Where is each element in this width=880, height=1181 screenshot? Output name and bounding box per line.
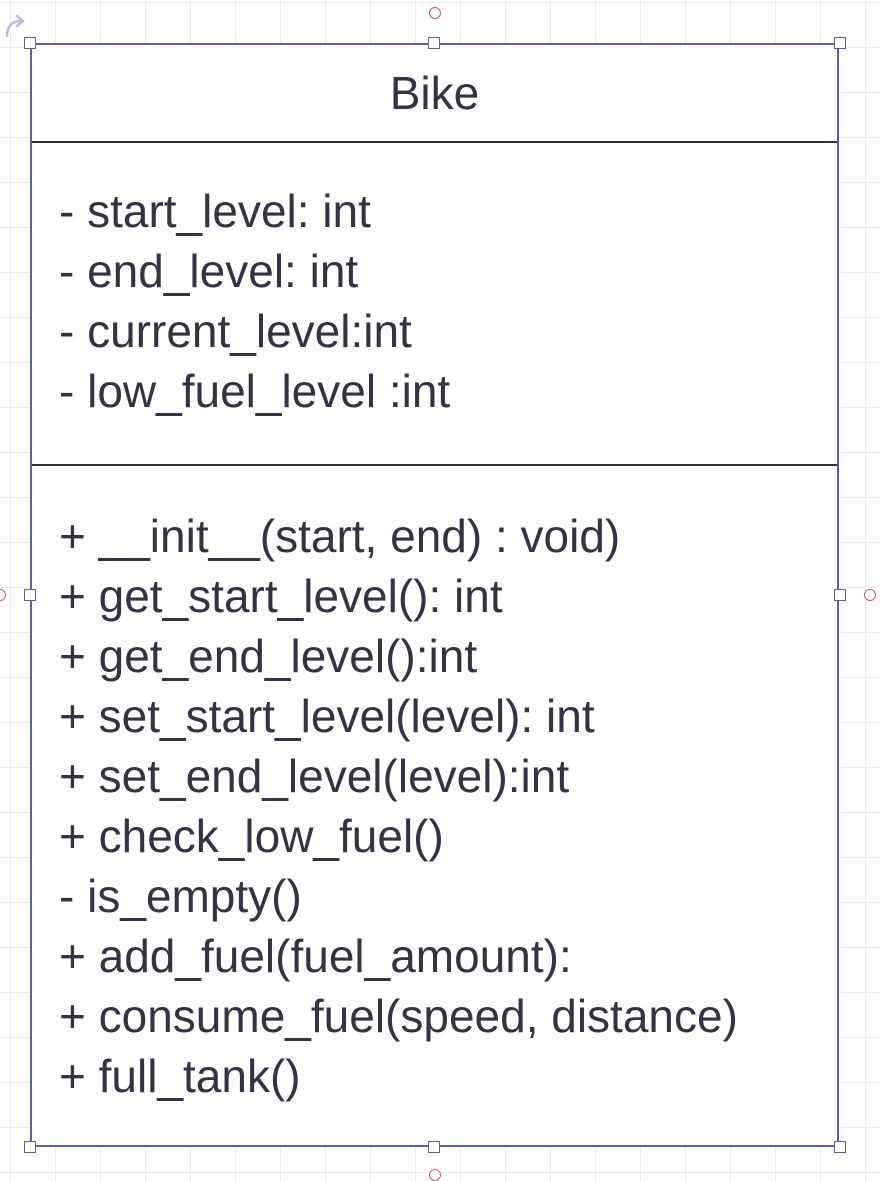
connection-point-right[interactable] [864, 589, 876, 601]
operation-item: + __init__(start, end) : void) [59, 510, 621, 562]
operation-item: + set_start_level(level): int [59, 690, 595, 742]
operation-item: + consume_fuel(speed, distance) [59, 990, 738, 1042]
resize-handle-middle-right[interactable] [834, 589, 846, 601]
uml-class-box[interactable]: Bike - start_level: int - end_level: int… [30, 43, 839, 1147]
rotate-icon[interactable] [2, 14, 28, 40]
connection-point-left[interactable] [0, 589, 6, 601]
attribute-item: - low_fuel_level :int [59, 365, 451, 417]
resize-handle-top-left[interactable] [24, 37, 36, 49]
operation-item: + check_low_fuel() [59, 810, 444, 862]
connection-point-bottom[interactable] [429, 1169, 441, 1181]
operation-item: + get_end_level():int [59, 630, 478, 682]
operation-item: + get_start_level(): int [59, 570, 503, 622]
operations-section: + __init__(start, end) : void) + get_sta… [32, 466, 837, 1145]
operation-item: - is_empty() [59, 870, 302, 922]
attribute-item: - start_level: int [59, 185, 371, 237]
resize-handle-top-right[interactable] [834, 37, 846, 49]
attribute-item: - end_level: int [59, 245, 359, 297]
operation-item: + add_fuel(fuel_amount): [59, 930, 572, 982]
resize-handle-top-center[interactable] [428, 37, 440, 49]
operation-item: + full_tank() [59, 1050, 301, 1102]
class-name-section: Bike [32, 45, 837, 143]
resize-handle-middle-left[interactable] [24, 589, 36, 601]
class-name: Bike [389, 67, 480, 119]
attribute-item: - current_level:int [59, 305, 412, 357]
attributes-section: - start_level: int - end_level: int - cu… [32, 141, 837, 466]
resize-handle-bottom-right[interactable] [834, 1141, 846, 1153]
connection-point-top[interactable] [429, 7, 441, 19]
operation-item: + set_end_level(level):int [59, 750, 570, 802]
resize-handle-bottom-center[interactable] [428, 1141, 440, 1153]
resize-handle-bottom-left[interactable] [24, 1141, 36, 1153]
